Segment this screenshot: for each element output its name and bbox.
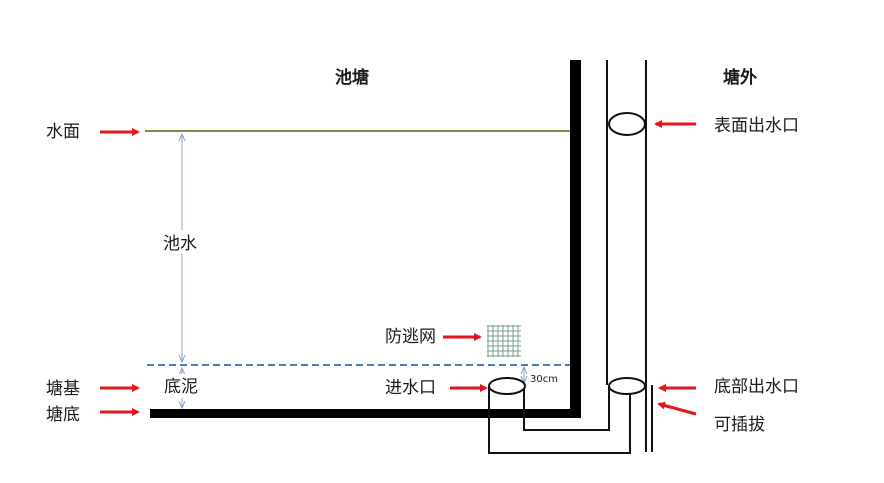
clearance-label: 30cm	[530, 374, 558, 385]
pond-header: 池塘	[335, 67, 369, 88]
pond-bottom	[150, 409, 581, 418]
pond-bottom-label: 塘底	[46, 405, 80, 425]
surface-outlet-opening	[608, 112, 646, 136]
drain-pipe-network	[488, 387, 631, 454]
bottom-outlet-label: 底部出水口	[714, 377, 799, 397]
inlet-label: 进水口	[385, 378, 436, 398]
surface-outlet-label: 表面出水口	[714, 116, 799, 136]
water-surface-label: 水面	[46, 122, 80, 142]
removable-label: 可插拔	[714, 415, 765, 435]
outside-header: 塘外	[723, 67, 757, 88]
inlet-opening	[488, 377, 526, 395]
pond-wall	[570, 60, 581, 418]
pond-water-label: 池水	[163, 234, 197, 254]
escape-net-grid	[487, 325, 521, 357]
escape-net-label: 防逃网	[385, 327, 436, 347]
pond-base-label: 塘基	[46, 379, 80, 399]
bottom-outlet-opening	[608, 377, 646, 395]
sludge-label: 底泥	[164, 377, 198, 397]
removable-arrow	[657, 401, 697, 416]
